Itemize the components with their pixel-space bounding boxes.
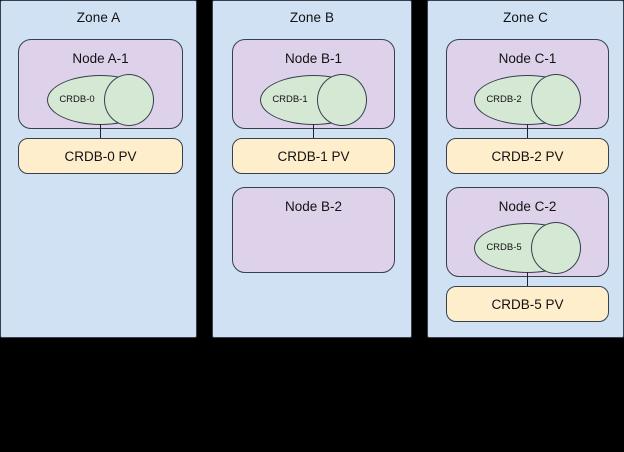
node-b-1-title: Node B-1: [284, 51, 343, 66]
database-label-crdb-5: CRDB-5: [486, 242, 522, 253]
database-cylinder-crdb-5[interactable]: CRDB-5: [474, 222, 581, 274]
cylinder-cap: [531, 222, 581, 274]
pv-label-crdb-1: CRDB-1 PV: [277, 148, 350, 164]
zone-a-title: Zone A: [76, 10, 121, 25]
cylinder-cap: [104, 74, 154, 126]
database-label-crdb-1: CRDB-1: [272, 94, 308, 105]
database-cylinder-crdb-0[interactable]: CRDB-0: [47, 74, 154, 126]
pv-box-crdb-5[interactable]: CRDB-5 PV: [446, 286, 609, 322]
node-box-c-2[interactable]: Node C-2 CRDB-5: [446, 187, 609, 277]
database-cylinder-crdb-2[interactable]: CRDB-2: [474, 74, 581, 126]
cylinder-cap: [531, 74, 581, 126]
connector-crdb-0-to-pv: [100, 124, 101, 138]
node-box-a-1[interactable]: Node A-1 CRDB-0: [18, 39, 183, 129]
zone-panel-c[interactable]: Zone C Node C-1 CRDB-2 CRDB-2 PV Node C-…: [427, 0, 624, 338]
node-box-b-2[interactable]: Node B-2: [232, 187, 395, 273]
node-b-2-title: Node B-2: [284, 199, 343, 214]
pv-label-crdb-5: CRDB-5 PV: [491, 296, 564, 312]
database-cylinder-crdb-1[interactable]: CRDB-1: [260, 74, 367, 126]
connector-crdb-1-to-pv: [313, 124, 314, 138]
connector-crdb-5-to-pv: [527, 272, 528, 286]
pv-label-crdb-0: CRDB-0 PV: [64, 148, 137, 164]
database-label-crdb-2: CRDB-2: [486, 94, 522, 105]
zone-c-title: Zone C: [503, 10, 548, 25]
pv-box-crdb-2[interactable]: CRDB-2 PV: [446, 138, 609, 174]
connector-crdb-2-to-pv: [527, 124, 528, 138]
node-box-b-1[interactable]: Node B-1 CRDB-1: [232, 39, 395, 129]
pv-box-crdb-1[interactable]: CRDB-1 PV: [232, 138, 395, 174]
node-a-1-title: Node A-1: [72, 51, 129, 66]
node-c-2-title: Node C-2: [498, 199, 557, 214]
pv-box-crdb-0[interactable]: CRDB-0 PV: [18, 138, 183, 174]
zone-panel-a[interactable]: Zone A Node A-1 CRDB-0 CRDB-0 PV: [0, 0, 197, 338]
cylinder-cap: [317, 74, 367, 126]
zone-panel-b[interactable]: Zone B Node B-1 CRDB-1 CRDB-1 PV Node B-…: [212, 0, 412, 338]
pv-label-crdb-2: CRDB-2 PV: [491, 148, 564, 164]
node-c-1-title: Node C-1: [498, 51, 557, 66]
node-box-c-1[interactable]: Node C-1 CRDB-2: [446, 39, 609, 129]
zone-b-title: Zone B: [289, 10, 335, 25]
database-label-crdb-0: CRDB-0: [59, 94, 95, 105]
